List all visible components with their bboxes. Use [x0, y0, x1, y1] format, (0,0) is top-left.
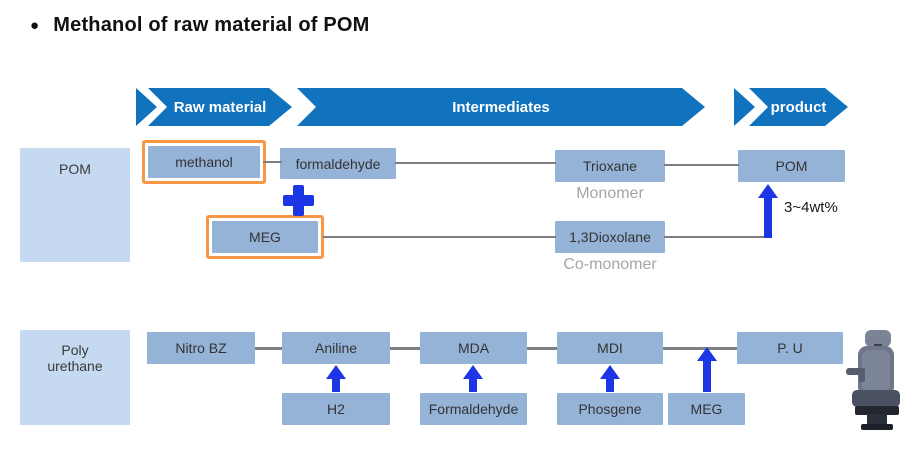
up-arrow-icon: [332, 377, 340, 392]
chevron-icon: [734, 88, 755, 126]
bullet-icon: ●: [30, 16, 40, 34]
stage-intermediates: Intermediates: [297, 88, 705, 126]
box-mdi: MDI: [557, 332, 663, 364]
up-arrow-icon: [764, 196, 772, 238]
connector-line: [390, 347, 420, 350]
stage-product: product: [749, 88, 848, 126]
car-seat-image: [846, 330, 900, 430]
connector-line: [323, 236, 556, 238]
up-arrow-icon: [703, 360, 711, 392]
box-nitro-bz: Nitro BZ: [147, 332, 255, 364]
connector-line: [664, 236, 770, 238]
page-title-text: Methanol of raw material of POM: [53, 14, 370, 36]
box-trioxane: Trioxane: [555, 150, 665, 182]
box-pom-product: POM: [738, 150, 845, 182]
box-aniline: Aniline: [282, 332, 390, 364]
box-mda: MDA: [420, 332, 527, 364]
connector-line: [527, 347, 557, 350]
category-label-line1: Poly: [61, 342, 89, 358]
connector-line: [664, 164, 739, 166]
connector-line: [255, 347, 282, 350]
up-arrow-icon: [758, 184, 778, 198]
box-formaldehyde: formaldehyde: [280, 148, 396, 179]
up-arrow-icon: [469, 377, 477, 392]
box-meg: MEG: [212, 221, 318, 253]
connector-line: [395, 162, 556, 164]
note-monomer: Monomer: [576, 185, 644, 202]
box-formaldehyde-feed: Formaldehyde: [420, 393, 527, 425]
category-label-line2: urethane: [47, 358, 103, 374]
box-pu-product: P. U: [737, 332, 843, 364]
up-arrow-icon: [606, 377, 614, 392]
box-phosgene: Phosgene: [557, 393, 663, 425]
highlight-frame-meg: [206, 215, 324, 259]
stage-raw-material: Raw material: [148, 88, 292, 126]
note-additive-wt: 3~4wt%: [784, 199, 838, 216]
category-box-polyurethane: Poly urethane: [20, 330, 130, 425]
box-meg-feed: MEG: [668, 393, 745, 425]
box-methanol: methanol: [148, 146, 260, 178]
box-dioxolane: 1,3Dioxolane: [555, 221, 665, 253]
up-arrow-icon: [463, 365, 483, 379]
connector-line: [663, 347, 737, 350]
connector-line: [263, 161, 282, 163]
up-arrow-icon: [600, 365, 620, 379]
box-h2: H2: [282, 393, 390, 425]
category-box-pom: POM: [20, 148, 130, 262]
page-title: ● Methanol of raw material of POM: [30, 14, 370, 37]
plus-icon: [293, 185, 304, 216]
note-co-monomer: Co-monomer: [563, 256, 657, 273]
up-arrow-icon: [326, 365, 346, 379]
